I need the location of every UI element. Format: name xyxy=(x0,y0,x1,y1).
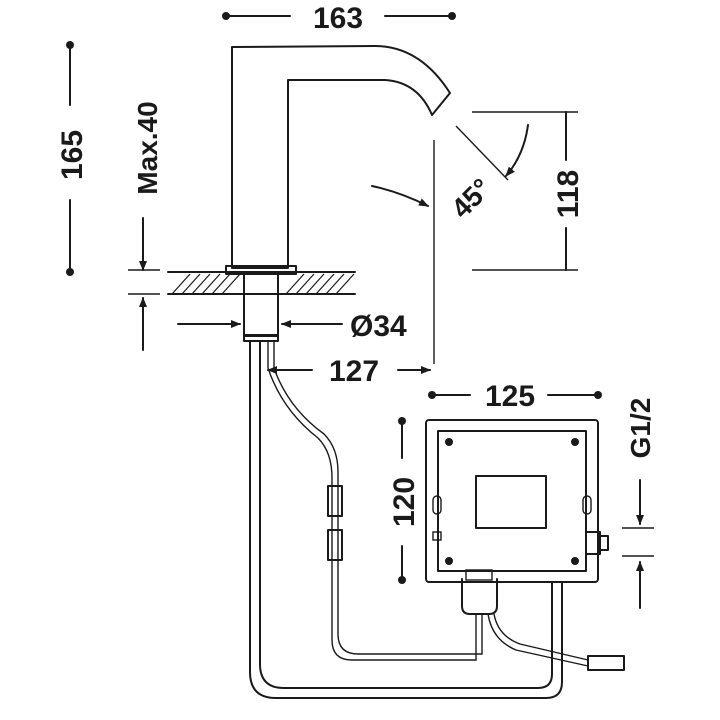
label-d34: Ø34 xyxy=(350,310,407,343)
label-118: 118 xyxy=(552,170,585,218)
dim-d34: Ø34 xyxy=(177,310,407,343)
dim-120: 120 xyxy=(388,417,421,584)
label-max40: Max.40 xyxy=(132,101,163,194)
dim-max40: Max.40 xyxy=(128,101,163,351)
power-cable xyxy=(487,613,625,671)
dim-165: 165 xyxy=(56,41,89,276)
faucet-body xyxy=(225,45,451,275)
dim-163: 163 xyxy=(222,2,456,35)
label-g12: G1/2 xyxy=(625,398,656,459)
dim-g12: G1/2 xyxy=(622,398,656,609)
label-125: 125 xyxy=(485,380,535,413)
mounting-deck xyxy=(167,271,356,295)
shank xyxy=(243,273,279,342)
label-45deg: 45° xyxy=(445,172,497,224)
screw-icon xyxy=(445,438,579,565)
dim-118: 118 xyxy=(472,111,585,271)
dim-127: 127 xyxy=(267,140,435,388)
dim-125: 125 xyxy=(428,380,602,413)
label-120: 120 xyxy=(388,477,421,527)
label-163: 163 xyxy=(313,2,363,35)
label-165: 165 xyxy=(56,130,89,180)
dim-45deg: 45° xyxy=(371,124,529,224)
sensor-cable xyxy=(267,342,483,661)
control-box xyxy=(425,419,609,615)
label-127: 127 xyxy=(329,355,379,388)
water-hose xyxy=(249,340,563,699)
